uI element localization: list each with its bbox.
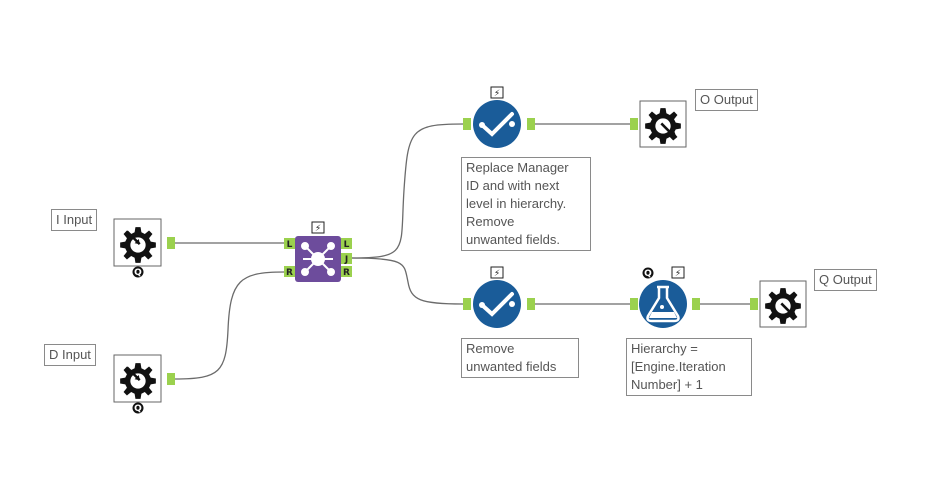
output-anchor[interactable] (167, 373, 175, 385)
select-check-icon (479, 292, 515, 317)
connection-join-j-to-filter-top[interactable] (351, 123, 464, 259)
output-anchor[interactable] (527, 118, 535, 130)
join-output-r-label: R (343, 268, 350, 278)
lightning-badge-label: ⚡ (494, 89, 500, 99)
join-output-anchor-l[interactable] (341, 238, 352, 249)
join-icon (301, 242, 335, 276)
macro-output-gear-icon (645, 108, 681, 144)
join-tool[interactable]: L R L J R ⚡ (284, 221, 352, 282)
output-anchor[interactable] (167, 237, 175, 249)
d-input-label: D Input (44, 344, 96, 366)
join-output-anchor-j[interactable] (341, 253, 352, 264)
i-input-label: I Input (51, 209, 98, 231)
q-badge-icon: Q (132, 266, 144, 278)
connections (174, 123, 750, 380)
connection-d-input-to-join-r[interactable] (174, 271, 285, 380)
select-tool-bottom[interactable]: ⚡ (463, 266, 535, 328)
join-output-l-label: L (344, 240, 350, 250)
output-anchor[interactable] (527, 298, 535, 310)
input-anchor[interactable] (630, 298, 638, 310)
macro-input-gear-icon (120, 227, 156, 263)
macro-input-gear-icon (120, 363, 156, 399)
lightning-badge-icon: ⚡ (490, 86, 504, 99)
formula-annotation: Hierarchy = [Engine.Iteration Number] + … (626, 338, 752, 396)
lightning-badge-label: ⚡ (494, 269, 500, 279)
input-anchor[interactable] (630, 118, 638, 130)
lightning-badge-label: ⚡ (315, 224, 321, 234)
output-anchor[interactable] (692, 298, 700, 310)
macro-output-gear-icon (765, 288, 801, 324)
formula-tool[interactable]: Q ⚡ (630, 266, 700, 328)
q-badge-label: Q (134, 268, 142, 278)
join-output-j-label: J (344, 255, 348, 265)
join-input-anchor-r[interactable] (284, 266, 295, 277)
o-output-tool[interactable] (630, 100, 687, 148)
lightning-badge-icon: ⚡ (490, 266, 504, 279)
lightning-badge-icon: ⚡ (311, 221, 325, 234)
select-top-annotation: Replace Manager ID and with next level i… (461, 157, 591, 251)
formula-flask-icon (646, 285, 680, 323)
join-input-l-label: L (287, 240, 293, 250)
input-anchor[interactable] (750, 298, 758, 310)
q-badge-label: Q (134, 404, 142, 414)
join-output-anchor-r[interactable] (341, 266, 352, 277)
i-input-tool[interactable]: Q (113, 218, 175, 278)
q-output-label: Q Output (814, 269, 877, 291)
o-output-label: O Output (695, 89, 758, 111)
q-output-tool[interactable] (750, 280, 807, 328)
lightning-badge-label: ⚡ (675, 269, 681, 279)
select-bottom-annotation: Remove unwanted fields (461, 338, 579, 378)
select-check-icon (479, 112, 515, 137)
q-badge-label: Q (644, 269, 652, 279)
join-input-anchor-l[interactable] (284, 238, 295, 249)
select-tool-top[interactable]: ⚡ (463, 86, 535, 148)
d-input-tool[interactable]: Q (113, 354, 175, 414)
q-badge-icon: Q (132, 402, 144, 414)
input-anchor[interactable] (463, 298, 471, 310)
connection-join-j-to-filter-bottom[interactable] (351, 257, 464, 305)
lightning-badge-icon: ⚡ (671, 266, 685, 279)
q-badge-icon: Q (642, 267, 654, 279)
join-input-r-label: R (286, 268, 293, 278)
input-anchor[interactable] (463, 118, 471, 130)
